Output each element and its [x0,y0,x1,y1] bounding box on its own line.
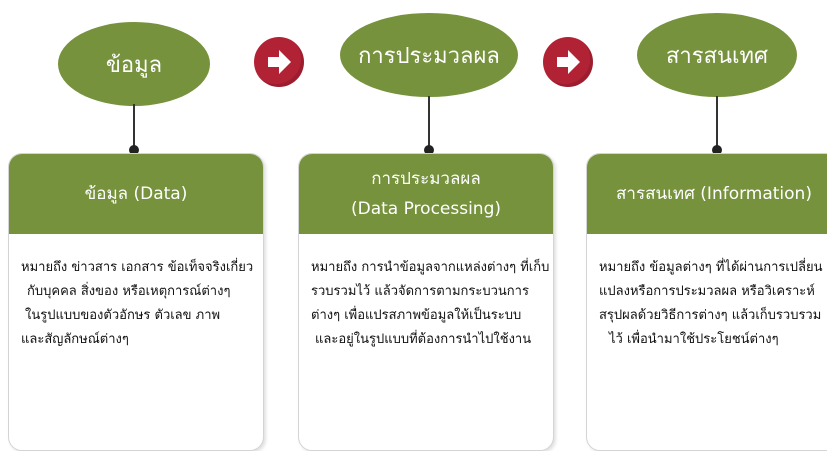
stage-3-body-line-3: สรุปผลด้วยวิธีการต่างๆ แล้วเก็บรวบรวม [599,308,822,323]
stage-1-card-body: หมายถึง ข่าวสาร เอกสาร ข้อเท็จจริงเกี่ยว… [9,234,263,352]
stage-3-oval: สารสนเทศ [637,13,797,97]
stage-3-body-line-4: ไว้ เพื่อนำมาใช้ประโยชน์ต่างๆ [609,332,779,347]
stage-2-oval-label: การประมวลผล [358,43,500,69]
stage-3-card: สารสนเทศ (Information) หมายถึง ข้อมูลต่า… [586,153,827,451]
stage-2-oval: การประมวลผล [340,13,518,97]
flow-arrow-1 [254,37,304,87]
stage-3-body-line-2: แปลงหรือการประมวลผล หรือวิเคราะห์ [599,284,815,299]
stage-3-body-line-1: หมายถึง ข้อมูลต่างๆ ที่ได้ผ่านการเปลี่ยน [599,260,823,275]
stage-2-header-line-2: (Data Processing) [350,199,502,219]
stage-3-card-body: หมายถึง ข้อมูลต่างๆ ที่ได้ผ่านการเปลี่ยน… [587,234,827,352]
stage-1-body-line-3: ในรูปแบบของตัวอักษร ตัวเลข ภาพ [25,308,221,323]
stage-3-connector [716,96,718,152]
right-arrow-icon [268,50,291,74]
stage-1-card: ข้อมูล (Data) หมายถึง ข่าวสาร เอกสาร ข้อ… [8,153,264,451]
stage-2-body-line-2: รวบรวมไว้ แล้วจัดการตามกระบวนการ [311,284,529,299]
stage-1-body-line-4: และสัญลักษณ์ต่างๆ [21,332,129,347]
stage-2-card-body: หมายถึง การนำข้อมูลจากแหล่งต่างๆ ที่เก็บ… [299,234,553,352]
stage-1-oval: ข้อมูล [58,22,210,106]
stage-2-card-header: การประมวลผล (Data Processing) [299,154,553,234]
stage-1-header-line-1: ข้อมูล (Data) [84,184,188,204]
stage-3-header-line-1: สารสนเทศ (Information) [616,184,812,204]
stage-2-card: การประมวลผล (Data Processing) หมายถึง กา… [298,153,554,451]
flow-arrow-2 [543,37,593,87]
right-arrow-icon [557,50,580,74]
stage-3-oval-label: สารสนเทศ [665,43,769,69]
stage-2-connector [428,96,430,152]
stage-3-connector-dot [712,145,722,155]
stage-1-body-line-2: กับบุคคล สิ่งของ หรือเหตุการณ์ต่างๆ [27,284,231,299]
stage-1-connector [133,104,135,152]
stage-2-connector-dot [424,145,434,155]
stage-1-connector-dot [129,145,139,155]
stage-2-body-line-1: หมายถึง การนำข้อมูลจากแหล่งต่างๆ ที่เก็บ [311,260,550,275]
stage-1-body-line-1: หมายถึง ข่าวสาร เอกสาร ข้อเท็จจริงเกี่ยว [21,260,254,275]
stage-2-header-line-1: การประมวลผล [371,169,481,189]
stage-1-oval-label: ข้อมูล [105,52,163,78]
stage-1-card-header: ข้อมูล (Data) [9,154,263,234]
stage-3-card-header: สารสนเทศ (Information) [587,154,827,234]
stage-2-body-line-3: ต่างๆ เพื่อแปรสภาพข้อมูลให้เป็นระบบ [311,308,522,323]
stage-2-body-line-4: และอยู่ในรูปแบบที่ต้องการนำไปใช้งาน [315,332,532,347]
